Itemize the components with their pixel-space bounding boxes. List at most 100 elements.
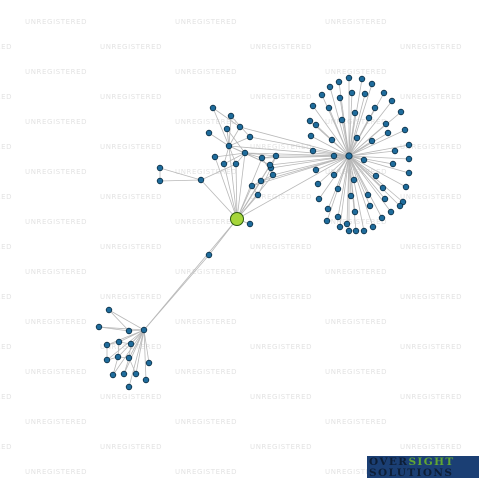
network-node[interactable] [345,227,353,235]
network-node[interactable] [338,116,346,124]
network-node[interactable] [132,370,140,378]
network-node[interactable] [109,371,117,379]
network-node[interactable] [397,108,405,116]
network-node[interactable] [205,251,213,259]
network-node[interactable] [352,227,360,235]
network-node[interactable] [382,120,390,128]
network-node[interactable] [405,141,413,149]
network-node[interactable] [405,169,413,177]
network-node[interactable] [266,161,274,169]
network-node[interactable] [145,359,153,367]
network-node[interactable] [120,370,128,378]
network-node[interactable] [368,137,376,145]
network-node[interactable] [205,129,213,137]
network-node[interactable] [358,75,366,83]
network-node[interactable] [156,177,164,185]
network-node[interactable] [323,217,331,225]
network-node[interactable] [396,202,404,210]
network-node[interactable] [246,133,254,141]
network-node[interactable] [211,153,219,161]
network-node[interactable] [330,171,338,179]
network-node[interactable] [223,125,231,133]
network-node[interactable] [387,208,395,216]
network-node[interactable] [347,192,355,200]
network-node[interactable] [197,176,205,184]
network-node[interactable] [227,112,235,120]
network-node[interactable] [246,220,254,228]
network-node[interactable] [312,121,320,129]
network-node[interactable] [269,171,277,179]
network-node[interactable] [365,114,373,122]
network-node[interactable] [156,164,164,172]
network-node[interactable] [368,80,376,88]
network-node[interactable] [257,177,265,185]
network-node[interactable] [391,147,399,155]
network-node[interactable] [405,155,413,163]
network-node[interactable] [103,356,111,364]
network-node[interactable] [380,89,388,97]
network-node[interactable] [351,208,359,216]
network-node[interactable] [360,156,368,164]
network-node[interactable] [95,323,103,331]
network-node[interactable] [236,123,244,131]
network-node[interactable] [114,353,122,361]
network-node[interactable] [345,74,353,82]
network-node[interactable] [381,195,389,203]
network-node[interactable] [401,126,409,134]
network-node[interactable] [372,172,380,180]
network-node[interactable] [334,213,342,221]
network-node[interactable] [384,129,392,137]
network-node[interactable] [241,149,249,157]
network-node[interactable] [336,223,344,231]
network-node[interactable] [326,83,334,91]
network-node[interactable] [127,340,135,348]
network-node[interactable] [140,326,148,334]
network-node[interactable] [366,202,374,210]
network-node[interactable] [315,195,323,203]
network-node[interactable] [125,354,133,362]
network-node[interactable] [314,180,322,188]
network-node[interactable] [258,154,266,162]
network-node[interactable] [309,147,317,155]
network-node[interactable] [378,214,386,222]
network-node[interactable] [351,109,359,117]
network-node[interactable] [345,152,353,160]
network-node[interactable] [103,341,111,349]
network-node[interactable] [402,183,410,191]
network-node[interactable] [125,383,133,391]
network-node[interactable] [232,160,240,168]
network-node[interactable] [248,182,256,190]
network-node[interactable] [318,91,326,99]
network-node[interactable] [324,205,332,213]
focus-company-node[interactable] [230,212,244,226]
network-node[interactable] [105,306,113,314]
network-node[interactable] [343,220,351,228]
network-node[interactable] [360,227,368,235]
network-node[interactable] [371,104,379,112]
network-node[interactable] [209,104,217,112]
network-node[interactable] [328,136,336,144]
network-node[interactable] [272,152,280,160]
network-node[interactable] [312,166,320,174]
network-node[interactable] [379,184,387,192]
network-node[interactable] [307,132,315,140]
network-node[interactable] [353,134,361,142]
network-node[interactable] [389,160,397,168]
network-node[interactable] [369,223,377,231]
network-node[interactable] [336,94,344,102]
network-node[interactable] [335,78,343,86]
network-node[interactable] [364,191,372,199]
network-node[interactable] [325,104,333,112]
network-node[interactable] [350,176,358,184]
network-node[interactable] [142,376,150,384]
network-node[interactable] [225,142,233,150]
network-node[interactable] [306,117,314,125]
network-node[interactable] [115,338,123,346]
network-node[interactable] [348,89,356,97]
network-node[interactable] [125,327,133,335]
network-node[interactable] [330,152,338,160]
network-node[interactable] [309,102,317,110]
network-node[interactable] [254,191,262,199]
network-node[interactable] [220,160,228,168]
network-node[interactable] [361,90,369,98]
